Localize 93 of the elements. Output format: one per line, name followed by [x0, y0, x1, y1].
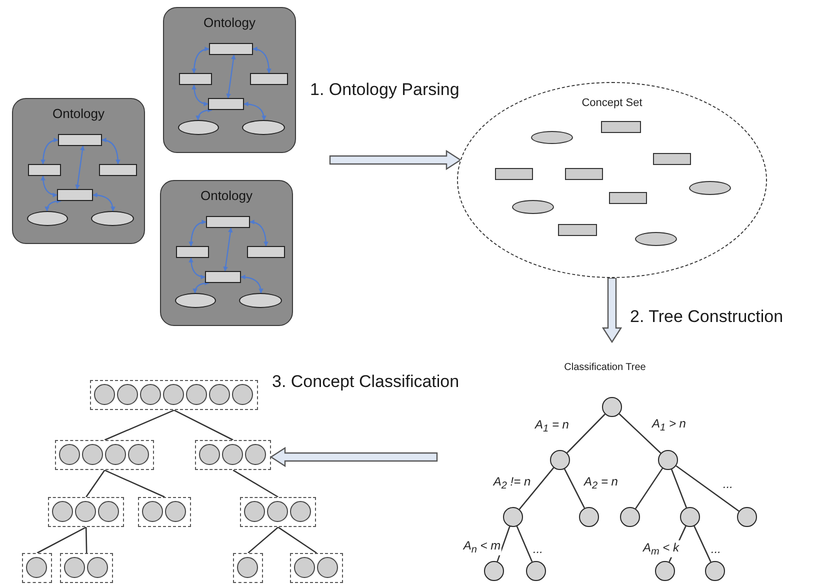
connector-line [36, 526, 86, 554]
connector-line [192, 46, 210, 74]
connector-line [86, 470, 106, 498]
connector-line [566, 414, 606, 454]
tree-node-circle [620, 507, 640, 527]
block-arrow [270, 446, 438, 468]
step-label: 1. Ontology Parsing [310, 80, 460, 100]
concept-rectangle [247, 246, 285, 258]
connector-line [223, 228, 233, 272]
connector-line [85, 527, 88, 554]
connector-line [694, 526, 712, 562]
concept-ellipse [175, 293, 216, 308]
connector-line [676, 465, 740, 512]
connector-line [192, 280, 210, 294]
concept-rectangle [208, 98, 244, 110]
concept-rectangle [57, 189, 93, 201]
connector-line [232, 470, 278, 498]
concept-group-box [48, 497, 124, 528]
block-arrow [602, 277, 622, 344]
concept-ellipse [91, 211, 134, 226]
concept-group-box [240, 497, 316, 528]
concept-group-box [195, 440, 272, 470]
connector-line [40, 176, 58, 198]
block-arrow [329, 150, 462, 170]
concept-group-box [90, 380, 258, 410]
connector-line [104, 470, 165, 498]
ontology-panel [12, 98, 145, 244]
ontology-panel [163, 7, 296, 153]
tree-node-circle [484, 561, 504, 581]
connector-line [75, 146, 85, 190]
connector-line [250, 220, 268, 246]
connector-line [40, 138, 58, 164]
connector-line [188, 258, 206, 280]
connector-line [196, 108, 212, 120]
connector-line [248, 526, 279, 554]
connector-line [102, 138, 120, 164]
connector-line [516, 526, 533, 562]
concept-rectangle [99, 164, 137, 176]
connector-line [518, 467, 554, 510]
connector-line [635, 468, 663, 510]
connector-line [671, 469, 687, 508]
concept-rectangle [179, 73, 212, 85]
connector-line [240, 274, 264, 294]
concept-rectangle [209, 43, 253, 55]
set-title: Concept Set [582, 97, 642, 109]
tree-node-circle [655, 561, 675, 581]
connector-line [226, 54, 236, 98]
tree-node-circle [737, 507, 757, 527]
connector-line [104, 410, 174, 441]
connector-line [618, 413, 662, 454]
connector-line [564, 468, 586, 508]
edge-label: A$_{m}$ < k [642, 540, 680, 558]
concept-ellipse [178, 120, 219, 135]
concept-rectangle [28, 164, 61, 176]
step-label: 3. Concept Classification [272, 372, 460, 392]
panel-title: Ontology [200, 188, 253, 203]
concept-group-box [138, 497, 192, 528]
connector-line [188, 220, 206, 246]
connector-line [244, 102, 266, 120]
panel-title: Ontology [52, 106, 105, 121]
connector-line [174, 410, 234, 441]
concept-rectangle [58, 134, 102, 146]
tree-node-circle [579, 507, 599, 527]
concept-group-box [233, 553, 264, 584]
connector-line [192, 84, 208, 106]
connector-line [92, 192, 116, 212]
connector-line [252, 46, 272, 74]
ontology-panel [160, 180, 293, 326]
concept-group-box [290, 553, 344, 584]
concept-rectangle [250, 73, 288, 85]
tree-node-circle [705, 561, 725, 581]
tree-node-circle [503, 507, 523, 527]
concept-rectangle [176, 246, 209, 258]
concept-group-box [55, 440, 154, 470]
tree-node-circle [658, 450, 678, 470]
tree-node-circle [602, 397, 622, 417]
connector-line [496, 526, 510, 562]
concept-ellipse [239, 293, 282, 308]
tree-node-circle [680, 507, 700, 527]
panel-title: Ontology [203, 15, 256, 30]
edge-label: A$_{n}$ < m [462, 538, 502, 556]
tree-node-circle [526, 561, 546, 581]
tree-title: Classification Tree [564, 362, 646, 373]
concept-rectangle [206, 216, 250, 228]
concept-group-box [22, 553, 52, 584]
connector-line [278, 526, 317, 554]
tree-node-circle [550, 450, 570, 470]
concept-group-box [60, 553, 114, 584]
connector-line [44, 198, 62, 212]
concept-rectangle [205, 271, 241, 283]
concept-ellipse [27, 211, 68, 226]
concept-ellipse [242, 120, 285, 135]
step-label: 2. Tree Construction [630, 307, 784, 327]
